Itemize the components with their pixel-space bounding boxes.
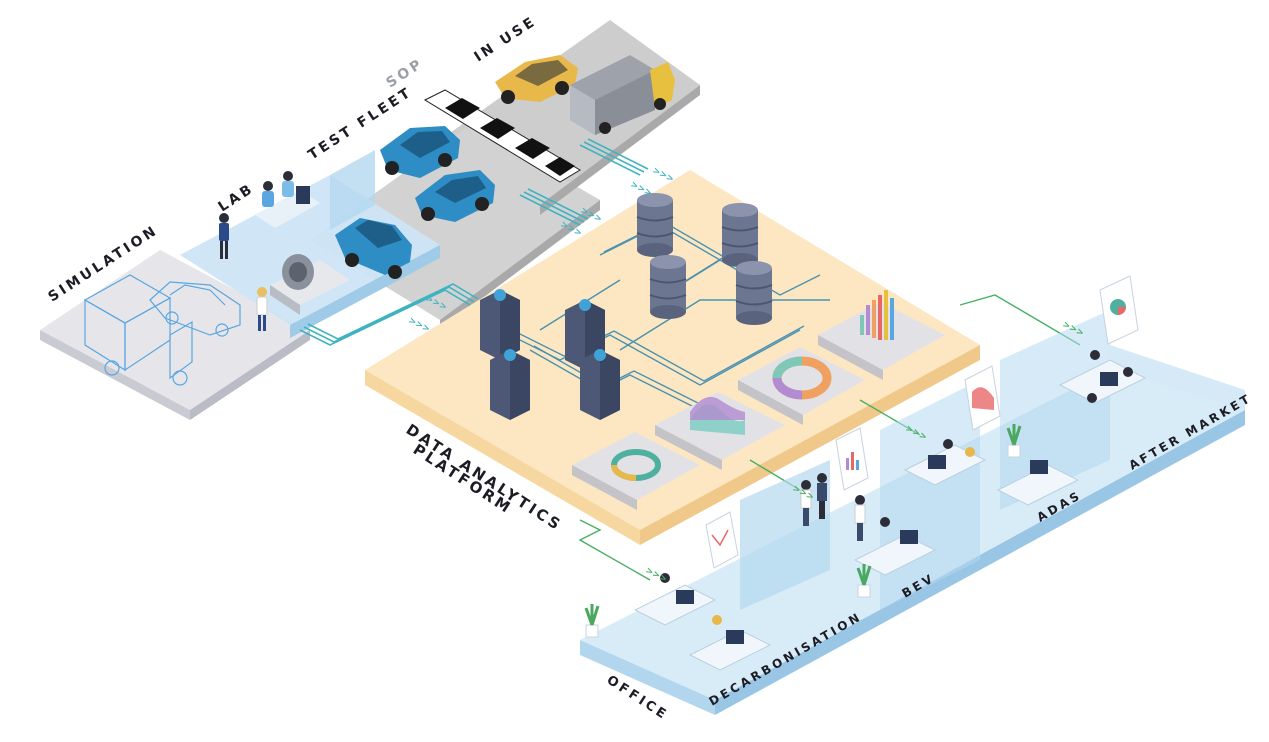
- desk-adas-1: [903, 439, 987, 486]
- board-after-market: [1099, 275, 1139, 345]
- desk-adas-2: [996, 460, 1080, 506]
- tile-donut-gauge: [572, 432, 700, 510]
- car-fleet-2: [415, 170, 495, 222]
- car-lab: [335, 218, 412, 279]
- car-fleet-1: [380, 126, 460, 178]
- plant-1: [584, 604, 600, 638]
- flow-marker: >>>: [644, 566, 669, 585]
- desk-bev: [853, 517, 937, 576]
- sop-finish-line: [423, 89, 581, 183]
- lab-person-left: [219, 213, 229, 259]
- plant-3: [1006, 424, 1022, 458]
- plant-2: [856, 564, 872, 598]
- lab-person-right: [256, 287, 268, 331]
- data-analytics-platform: [365, 170, 980, 545]
- tile-area-chart: [655, 392, 785, 470]
- simulation-area: [40, 250, 310, 420]
- tile-bar-chart: [818, 290, 945, 380]
- wireframe-car: [149, 281, 241, 337]
- board-decarb: [705, 511, 739, 569]
- board-bev: [835, 427, 869, 491]
- desk-after-market: [1058, 350, 1147, 404]
- cyan-connectors: [299, 138, 649, 346]
- server-3: [490, 349, 530, 420]
- lab-desk: [255, 171, 320, 228]
- desk-decarb-1: [633, 573, 717, 626]
- database-3: [649, 255, 687, 319]
- board-adas: [964, 365, 1001, 431]
- engine-test-rig: [270, 254, 350, 315]
- wireframe-truck: [83, 274, 193, 386]
- car-in-use: [495, 55, 578, 104]
- desk-decarb-2: [688, 615, 772, 671]
- label-in-use: IN USE: [471, 13, 539, 65]
- lab-area: [180, 150, 440, 338]
- database-4: [735, 261, 773, 325]
- tile-pie-chart: [738, 347, 865, 425]
- people-bev: [800, 473, 866, 541]
- office-area: [580, 275, 1245, 715]
- truck-in-use: [570, 55, 675, 135]
- database-1: [636, 193, 674, 257]
- flow-marker: >>>: [651, 166, 676, 185]
- database-2: [721, 203, 759, 267]
- label-lab: LAB: [215, 180, 257, 215]
- flow-marker: >>>: [407, 316, 432, 335]
- server-4: [580, 349, 620, 420]
- server-1: [480, 289, 520, 360]
